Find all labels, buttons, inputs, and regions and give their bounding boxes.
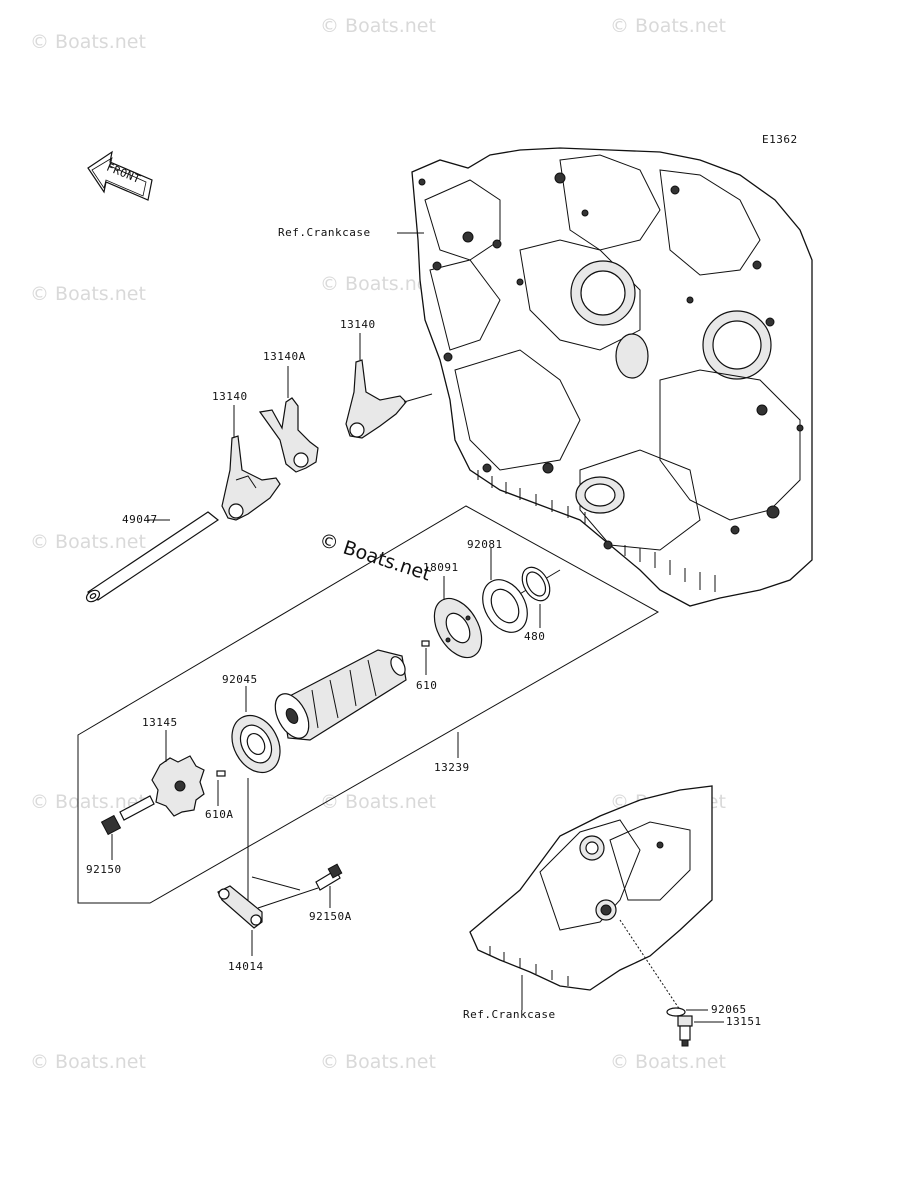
crankcase-upper [411,147,813,607]
part-13145 [151,755,205,817]
watermark: © Boats.net [320,273,436,295]
watermark: © Boats.net [30,531,146,553]
shift-fork-13140A [258,397,319,473]
part-610 [421,640,430,647]
crankcase-lower [469,785,713,991]
part-13145-label: 13145 [142,716,178,729]
watermark: © Boats.net [30,283,146,305]
watermark: © Boats.net [30,1051,146,1073]
watermark: © Boats.net [320,15,436,37]
part-480-label: 480 [524,630,545,643]
part-610A-label: 610A [205,808,234,821]
bolt-92150A [315,863,343,891]
shift-fork-shaft-49047 [85,511,220,603]
part-49047-label: 49047 [122,513,158,526]
watermark: © Boats.net [610,15,726,37]
part-610A [216,770,226,777]
drum-group-outline [77,505,660,904]
part-13239-label: 13239 [434,761,470,774]
watermark: © Boats.net [30,791,146,813]
watermark: © Boats.net [320,791,436,813]
watermark: © Boats.net [320,1051,436,1073]
part-610-label: 610 [416,679,437,692]
watermark: © Boats.net [610,1051,726,1073]
part-92150-label: 92150 [86,863,122,876]
bearing-92045 [231,714,281,774]
part-92045-label: 92045 [222,673,258,686]
part-14014-label: 14014 [228,960,264,973]
diagram-code: E1362 [762,133,798,146]
part-92081 [482,579,528,633]
part-13140-left-label: 13140 [212,390,248,403]
lever-14014 [217,885,263,929]
washer-92065 [666,1007,686,1017]
shift-drum-13239 [274,649,407,741]
shift-fork-13140-right [345,359,407,439]
part-92150A-label: 92150A [309,910,352,923]
bolt-92150 [100,795,155,836]
part-18091-label: 18091 [423,561,459,574]
part-13151-label: 13151 [726,1015,762,1028]
watermark: © Boats.net [30,31,146,53]
part-92065-label: 92065 [711,1003,747,1016]
neutral-switch-13151 [677,1015,693,1047]
part-480 [521,566,551,602]
front-arrow: FRONT [87,150,153,201]
part-13140A-label: 13140A [263,350,306,363]
part-18091 [433,597,483,659]
ref-crankcase-top: Ref.Crankcase [278,226,371,239]
center-watermark: © Boats.net [316,529,433,586]
shift-fork-13140-left [221,435,281,521]
part-92081-label: 92081 [467,538,503,551]
ref-crankcase-bottom: Ref.Crankcase [463,1008,556,1021]
part-13140-right-label: 13140 [340,318,376,331]
